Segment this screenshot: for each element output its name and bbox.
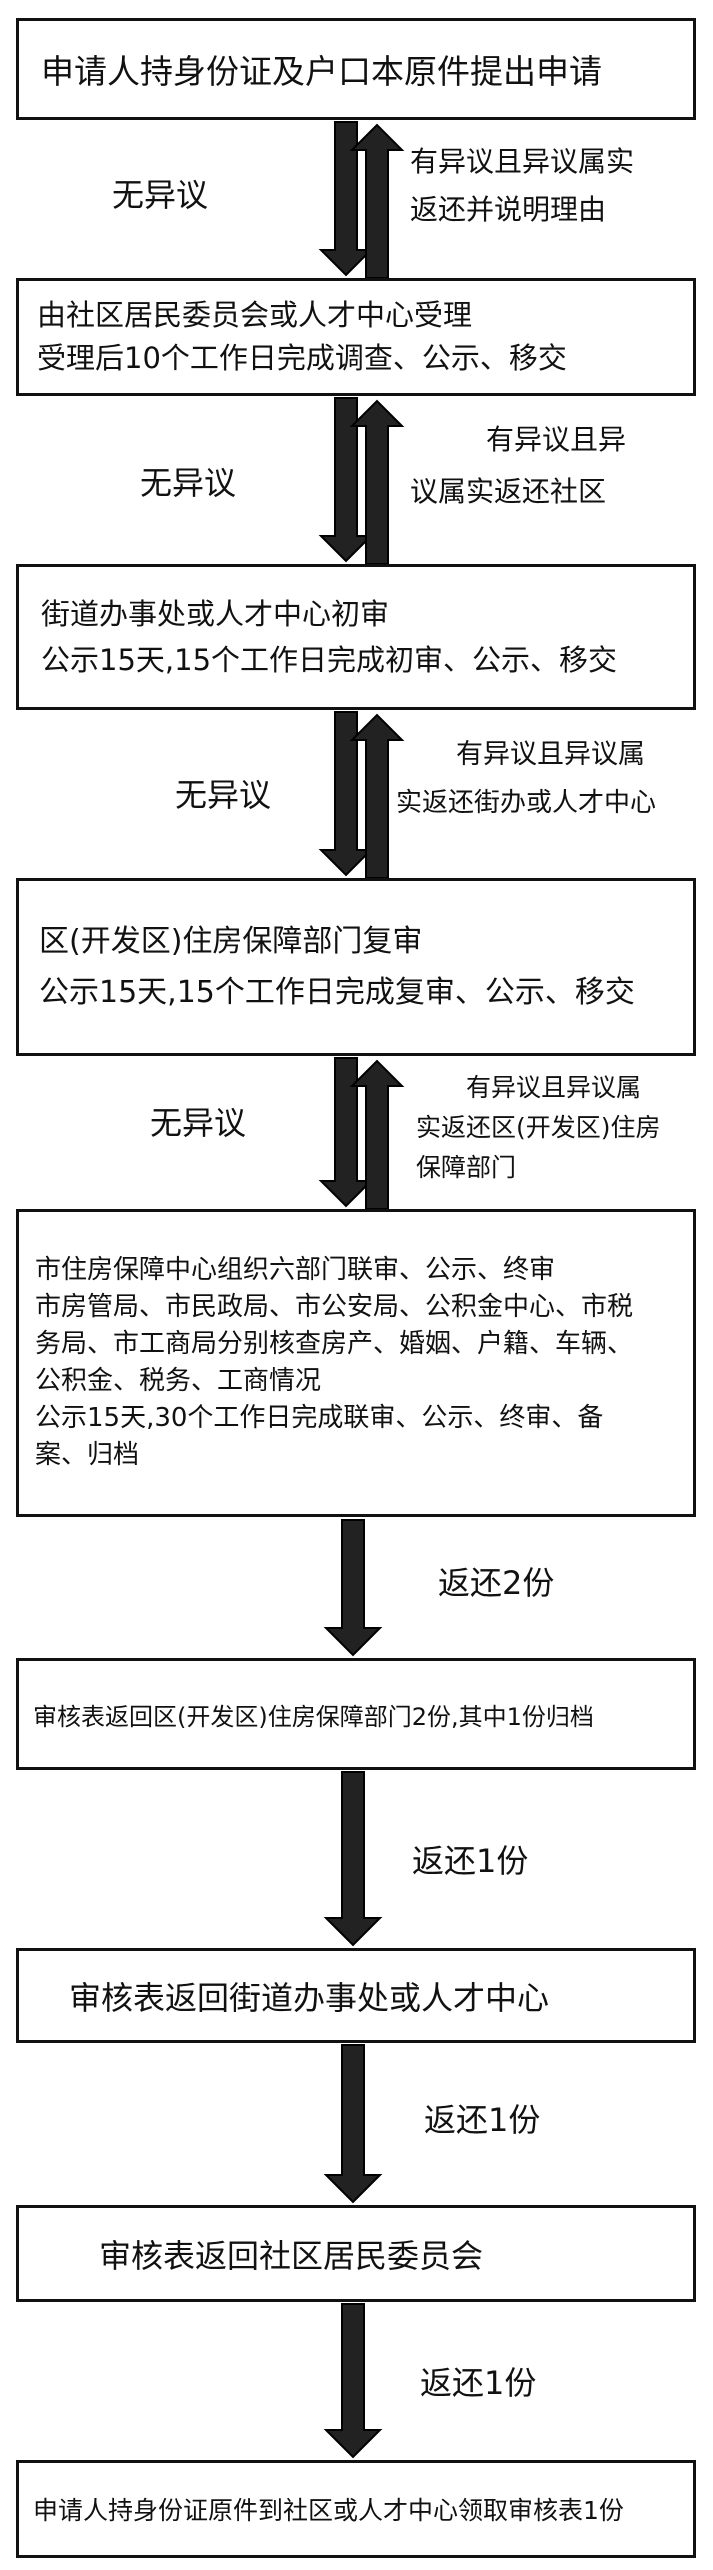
- step-text: 受理后10个工作日完成调查、公示、移交: [37, 341, 567, 375]
- step-collect-box: 申请人持身份证原件到社区或人才中心领取审核表1份: [16, 2460, 696, 2558]
- step-text: 审核表返回街道办事处或人才中心: [69, 1978, 550, 2017]
- down-arrow: [323, 2044, 383, 2204]
- up-arrow: [349, 399, 405, 565]
- down-arrow: [323, 1519, 383, 1657]
- up-arrow: [349, 713, 405, 879]
- up-arrow: [349, 123, 405, 279]
- return-count-label: 返还2份: [438, 1564, 555, 1602]
- objection-label: 议属实返还社区: [410, 475, 607, 508]
- step-text: 公积金、税务、工商情况: [35, 1366, 322, 1396]
- return-count-label: 返还1份: [420, 2364, 537, 2402]
- objection-label: 返还并说明理由: [410, 193, 607, 226]
- step-return-community-box: 审核表返回社区居民委员会: [16, 2205, 696, 2302]
- step-text: 申请人持身份证原件到社区或人才中心领取审核表1份: [33, 2496, 624, 2525]
- step-text: 公示15天,15个工作日完成复审、公示、移交: [39, 975, 635, 1010]
- step-apply-box: 申请人持身份证及户口本原件提出申请: [16, 18, 696, 120]
- step-text: 市住房保障中心组织六部门联审、公示、终审: [35, 1255, 556, 1286]
- down-arrow: [318, 121, 374, 277]
- step-text: 街道办事处或人才中心初审: [41, 596, 390, 631]
- down-arrow: [318, 1057, 374, 1208]
- objection-label: 实返还区(开发区)住房: [416, 1113, 661, 1142]
- return-count-label: 返还1份: [424, 2101, 541, 2139]
- step-street-box: 街道办事处或人才中心初审 公示15天,15个工作日完成初审、公示、移交: [16, 564, 696, 710]
- return-count-label: 返还1份: [412, 1842, 529, 1880]
- step-community-box: 由社区居民委员会或人才中心受理 受理后10个工作日完成调查、公示、移交: [16, 278, 696, 396]
- step-return-street-box: 审核表返回街道办事处或人才中心: [16, 1948, 696, 2043]
- step-text: 公示15天,30个工作日完成联审、公示、终审、备: [35, 1402, 604, 1433]
- objection-label: 保障部门: [416, 1153, 517, 1182]
- up-arrow: [349, 1059, 405, 1210]
- down-arrow: [323, 1771, 383, 1947]
- step-text: 审核表返回区(开发区)住房保障部门2份,其中1份归档: [33, 1702, 594, 1731]
- step-text: 区(开发区)住房保障部门复审: [39, 924, 423, 959]
- objection-label: 有异议且异议属: [456, 739, 645, 770]
- no-objection-label: 无异议: [150, 1104, 247, 1142]
- step-text: 务局、市工商局分别核查房产、婚姻、户籍、车辆、: [35, 1329, 634, 1360]
- objection-label: 有异议且异: [486, 423, 627, 456]
- objection-label: 有异议且异议属: [466, 1073, 642, 1102]
- step-text: 市房管局、市民政局、市公安局、公积金中心、市税: [35, 1292, 634, 1323]
- no-objection-label: 无异议: [140, 464, 237, 502]
- down-arrow: [323, 2303, 383, 2459]
- step-city-box: 市住房保障中心组织六部门联审、公示、终审 市房管局、市民政局、市公安局、公积金中…: [16, 1209, 696, 1517]
- step-return-district-box: 审核表返回区(开发区)住房保障部门2份,其中1份归档: [16, 1658, 696, 1770]
- no-objection-label: 无异议: [112, 176, 209, 214]
- objection-label: 有异议且异议属实: [410, 145, 635, 178]
- step-text: 由社区居民委员会或人才中心受理: [37, 297, 473, 332]
- step-text: 公示15天,15个工作日完成初审、公示、移交: [41, 643, 618, 677]
- step-text: 案、归档: [35, 1439, 140, 1470]
- no-objection-label: 无异议: [175, 776, 272, 814]
- objection-label: 实返还街办或人才中心: [396, 788, 657, 818]
- step-text: 申请人持身份证及户口本原件提出申请: [41, 52, 602, 91]
- step-text: 审核表返回社区居民委员会: [99, 2236, 484, 2275]
- step-district-box: 区(开发区)住房保障部门复审 公示15天,15个工作日完成复审、公示、移交: [16, 878, 696, 1056]
